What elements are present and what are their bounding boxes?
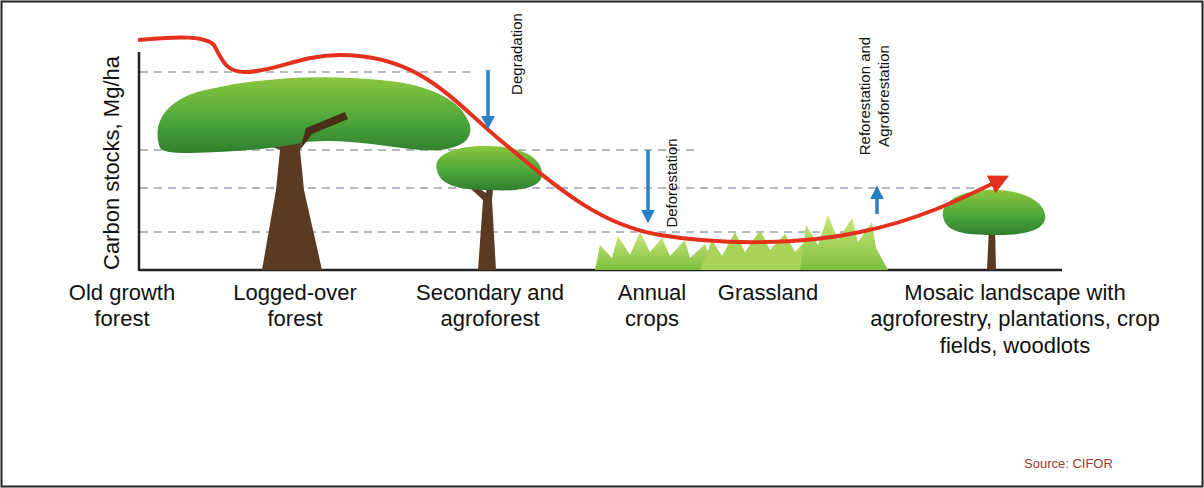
- change-arrows: [488, 70, 877, 218]
- old-growth-tree: [157, 77, 470, 270]
- category-label: Logged-over forest: [210, 280, 380, 333]
- secondary-tree: [436, 146, 542, 270]
- category-label: Grassland: [703, 280, 833, 306]
- category-label: Mosaic landscape with agroforestry, plan…: [870, 280, 1160, 359]
- arrow-label: Deforestation: [663, 133, 681, 233]
- category-label: Secondary and agroforest: [390, 280, 590, 333]
- arrow-label: Reforestation and Agroforestation: [856, 11, 894, 181]
- source-note: Source: CIFOR: [1024, 456, 1174, 472]
- category-label: Old growth forest: [47, 280, 197, 333]
- axis-title: Carbon stocks, Mg/ha: [99, 43, 125, 283]
- arrow-label: Degradation: [508, 4, 526, 104]
- axes: [139, 52, 1062, 271]
- category-label: Annual crops: [597, 280, 707, 333]
